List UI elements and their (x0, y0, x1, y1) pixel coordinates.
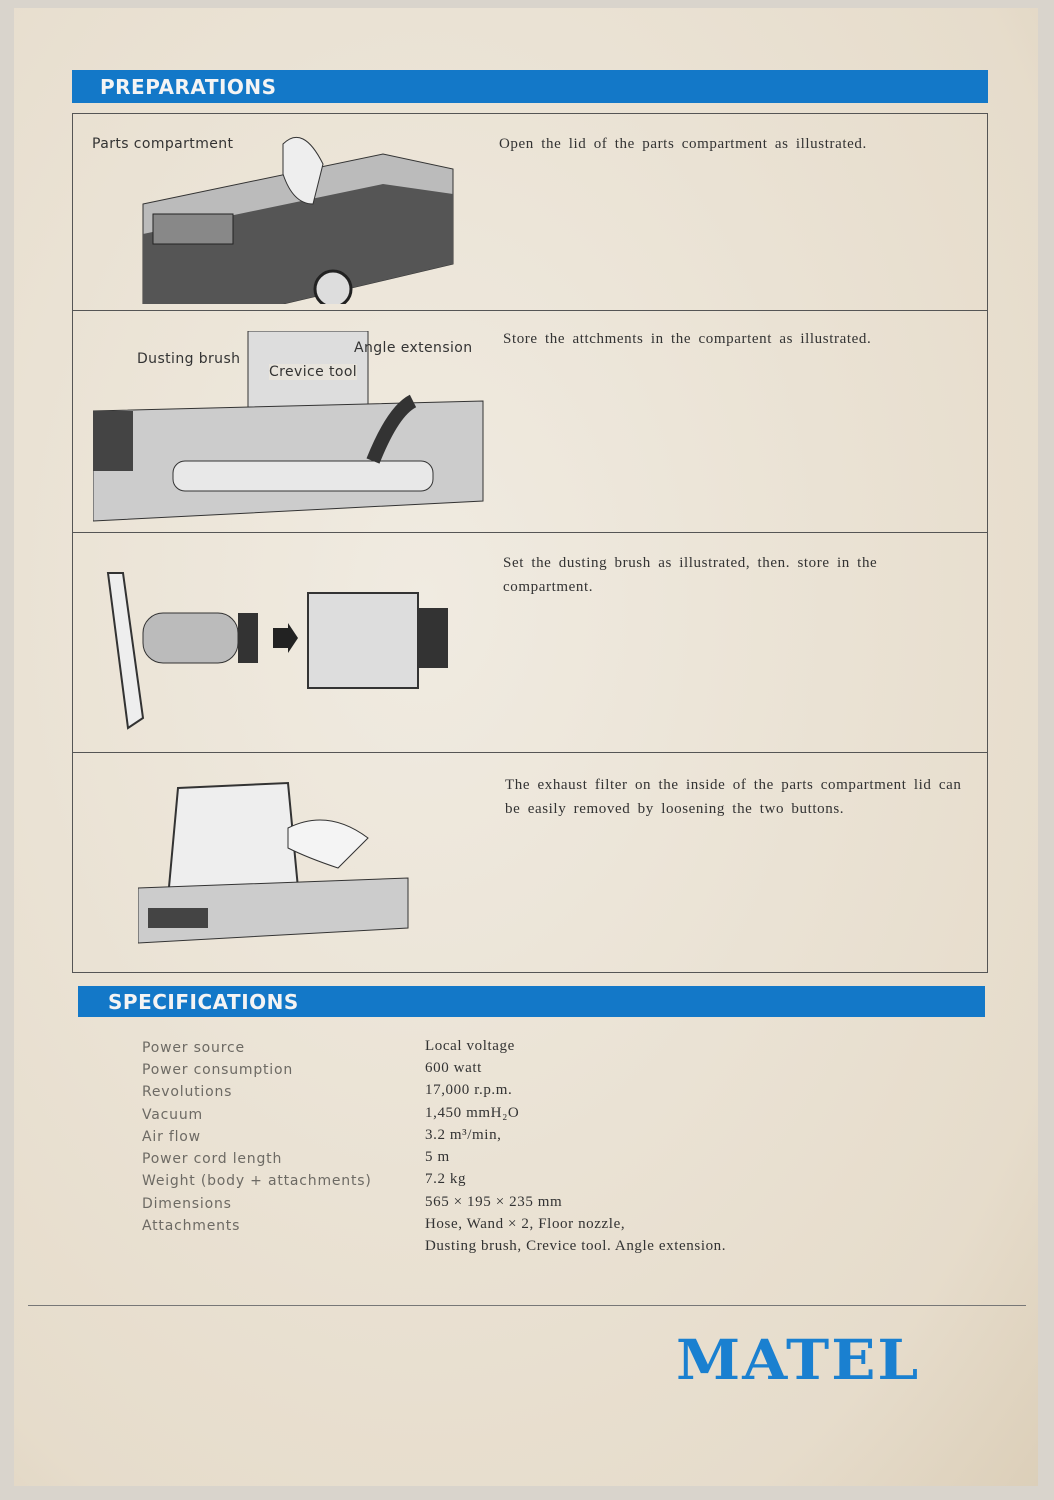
spec-label: Dimensions (142, 1196, 232, 1212)
attachments-storage-illustration (93, 331, 484, 522)
spec-label: Weight (body + attachments) (142, 1173, 372, 1189)
spec-value: Hose, Wand × 2, Floor nozzle, (425, 1216, 626, 1232)
step-text: Open the lid of the parts compartment as… (499, 136, 867, 152)
step-text: The exhaust filter on the inside of the … (505, 777, 962, 817)
illustration-label: Angle extension (354, 340, 473, 356)
spec-value: 565 × 195 × 235 mm (425, 1194, 563, 1210)
spec-value: 1,450 mmH₂O (425, 1105, 520, 1121)
step-row-4: The exhaust filter on the inside of the … (72, 753, 988, 973)
spec-label: Power cord length (142, 1151, 283, 1167)
step-row-3: Set the dusting brush as illustrated, th… (72, 533, 988, 753)
parts-compartment-illustration (142, 136, 454, 304)
spec-label: Power source (142, 1040, 245, 1056)
illustration-label: Crevice tool (269, 364, 358, 380)
exhaust-filter-illustration (138, 781, 409, 944)
spec-label: Power consumption (142, 1062, 294, 1078)
specifications-header: SPECIFICATIONS (78, 986, 985, 1017)
dusting-brush-illustration (106, 572, 448, 730)
spec-value: Dusting brush, Crevice tool. Angle exten… (425, 1238, 727, 1254)
step-row-2: Dusting brush Crevice tool Angle extensi… (72, 311, 988, 533)
spec-label: Vacuum (142, 1107, 203, 1123)
spec-value: 600 watt (425, 1060, 482, 1076)
step-row-1: Parts compartment Open the lid of the pa… (72, 113, 988, 311)
divider (28, 1305, 1026, 1306)
spec-value: 5 m (425, 1149, 450, 1165)
brand-logo: MATEL (676, 1327, 921, 1393)
step-text: Store the attchments in the compartent a… (503, 331, 872, 347)
step-text: Set the dusting brush as illustrated, th… (503, 555, 878, 595)
illustration-label: Dusting brush (137, 351, 241, 367)
illustration-label: Parts compartment (92, 136, 234, 152)
spec-label: Revolutions (142, 1084, 233, 1100)
spec-label: Attachments (142, 1218, 241, 1234)
spec-value: 7.2 kg (425, 1171, 467, 1187)
spec-label: Air flow (142, 1129, 201, 1145)
spec-value: Local voltage (425, 1038, 515, 1054)
spec-value: 17,000 r.p.m. (425, 1082, 513, 1098)
preparations-header: PREPARATIONS (72, 70, 988, 103)
spec-value: 3.2 m³/min, (425, 1127, 502, 1143)
